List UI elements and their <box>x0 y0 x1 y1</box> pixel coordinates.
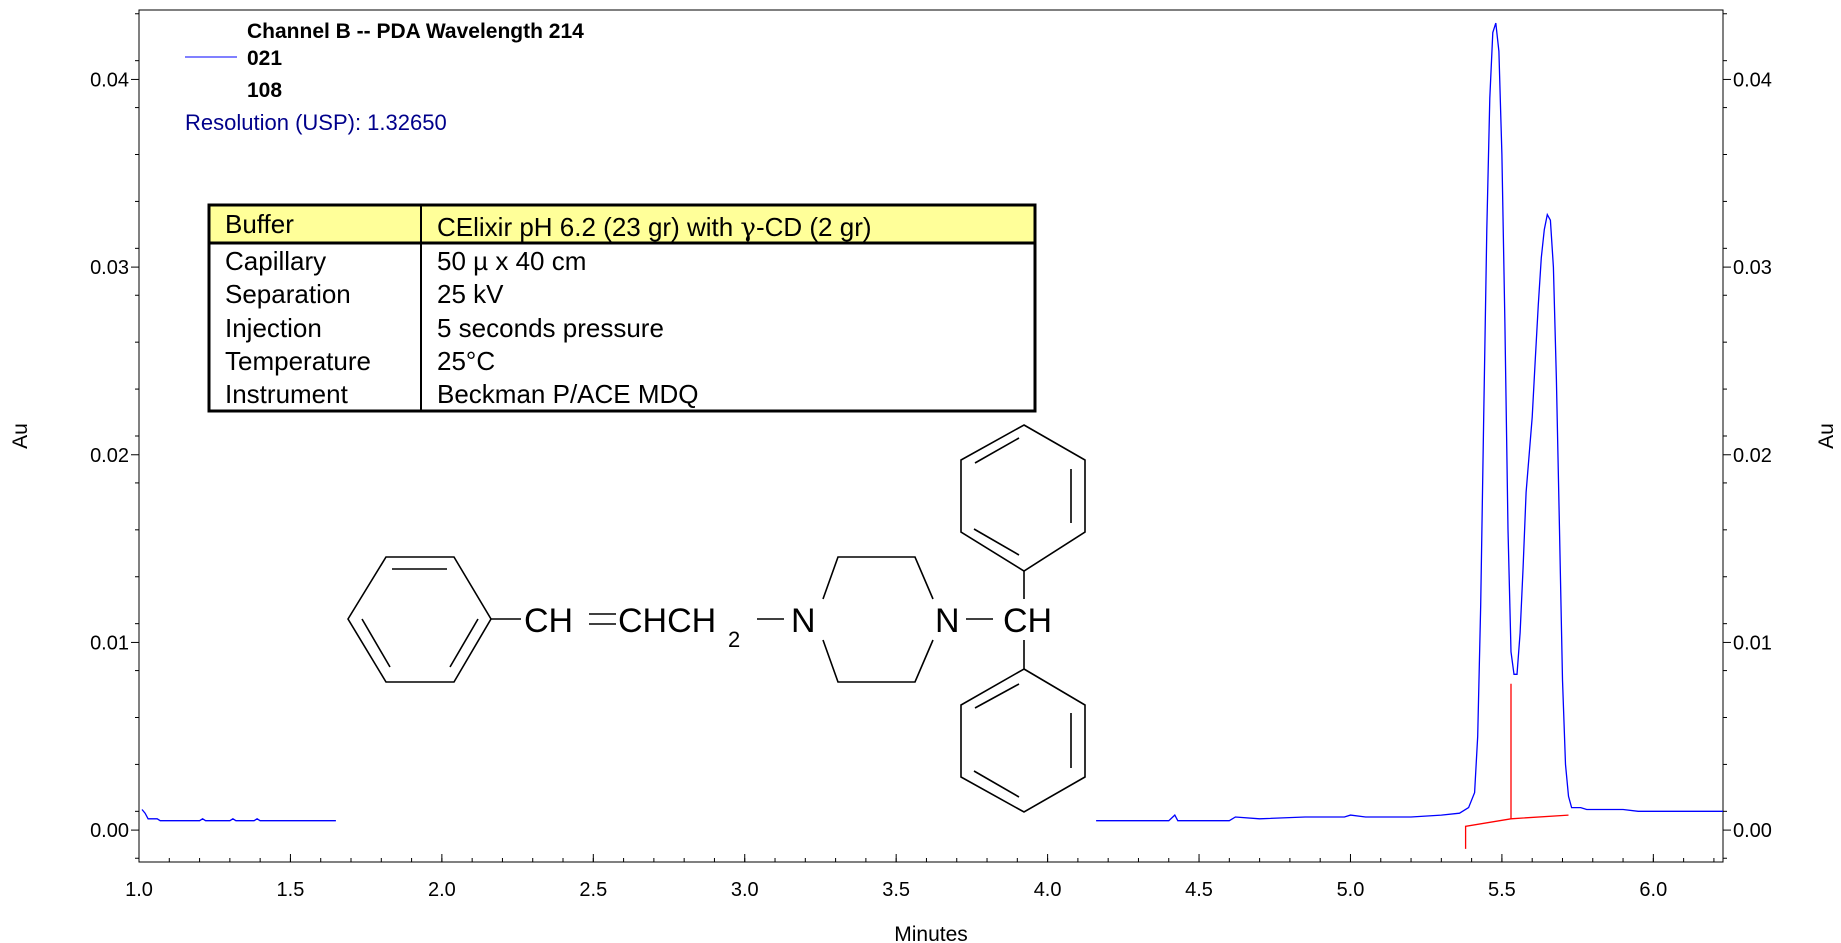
table-border <box>207 203 1037 413</box>
series-108-line <box>1464 814 1569 849</box>
atom-label-ch: CH <box>524 602 573 640</box>
table-row-injection-value: 5 seconds pressure <box>437 313 664 343</box>
y-tick-label-left: 0.00 <box>90 820 129 842</box>
molecule-labels: CH CHCH 2 N N CH <box>524 602 1052 652</box>
x-axis: 1.0 1.5 2.0 2.5 3.0 3.5 4.0 4.5 5.0 5.5 6.0 <box>125 854 1715 901</box>
atom-label-ch-right: CH <box>1003 602 1052 640</box>
table-row-capillary-value: 50 µ x 40 cm <box>437 246 586 276</box>
molecule-structure <box>347 424 1086 813</box>
table-row-instrument-value: Beckman P/ACE MDQ <box>437 379 699 409</box>
x-tick-label: 2.5 <box>579 879 607 901</box>
phenyl-ring-top-inner-bond <box>973 528 1020 556</box>
phenyl-ring-left-inner-bond <box>361 618 391 668</box>
legend-entry-021: 021 <box>247 47 282 70</box>
legend-entry-108: 108 <box>247 79 282 102</box>
atom-label-n-left: N <box>791 602 816 640</box>
x-tick-label: 2.0 <box>428 879 456 901</box>
x-tick-label: 3.0 <box>731 879 759 901</box>
y-axis-title-left: Au <box>9 423 32 449</box>
table-row-separation-value: 25 kV <box>437 279 504 309</box>
x-tick-label: 5.5 <box>1488 879 1516 901</box>
x-tick-label: 4.0 <box>1034 879 1062 901</box>
phenyl-ring-top-inner-bond <box>974 437 1020 464</box>
phenyl-ring-left <box>347 556 492 683</box>
x-tick-label: 5.0 <box>1337 879 1365 901</box>
y-axis-title-right: Au <box>1815 423 1838 449</box>
y-tick-label-right: 0.03 <box>1733 257 1772 279</box>
y-tick-label-right: 0.00 <box>1733 820 1772 842</box>
atom-label-chch2: CHCH <box>618 602 716 640</box>
x-tick-label: 1.0 <box>125 879 153 901</box>
y-axis: 0.00 0.00 0.01 0.01 0.02 0.02 0.03 0.03 0.04 0.04 <box>90 13 1772 859</box>
atom-label-subscript-2: 2 <box>728 627 740 652</box>
x-axis-title: Minutes <box>894 923 968 943</box>
series-layer <box>141 22 1723 849</box>
plot-frame <box>138 9 1724 863</box>
table-row-instrument-label: Instrument <box>225 379 349 409</box>
table-row-temperature-value: 25°C <box>437 346 495 376</box>
y-tick-label-right: 0.01 <box>1733 632 1772 654</box>
phenyl-ring-bottom <box>960 668 1086 813</box>
table-row-injection-label: Injection <box>225 313 322 343</box>
x-tick-label: 6.0 <box>1639 879 1667 901</box>
table-row-separation-label: Separation <box>225 279 351 309</box>
piperazine-ring-bottom <box>822 639 934 683</box>
y-tick-label-left: 0.03 <box>90 257 129 279</box>
phenyl-ring-left-inner-bond <box>449 618 479 668</box>
atom-label-n-right: N <box>935 602 960 640</box>
series-021-line <box>141 809 336 822</box>
piperazine-ring-top <box>822 556 934 600</box>
table-row-capillary-label: Capillary <box>225 246 326 276</box>
series-021-line <box>1096 22 1723 822</box>
table-row-buffer-value: CElixir pH 6.2 (23 gr) with γ-CD (2 gr) <box>437 212 872 243</box>
table-row-buffer-label: Buffer <box>225 209 294 239</box>
phenyl-ring-top <box>960 424 1086 572</box>
resolution-label: Resolution (USP): 1.32650 <box>185 110 447 135</box>
table-row-temperature-label: Temperature <box>225 346 371 376</box>
legend-title: Channel B -- PDA Wavelength 214 <box>247 20 584 43</box>
y-tick-label-left: 0.04 <box>90 69 129 91</box>
legend: Channel B -- PDA Wavelength 214 021 108 … <box>185 20 584 135</box>
y-tick-label-left: 0.02 <box>90 445 129 467</box>
conditions-table: Buffer CElixir pH 6.2 (23 gr) with γ-CD … <box>207 203 1037 413</box>
y-tick-label-right: 0.04 <box>1733 69 1772 91</box>
x-tick-label: 3.5 <box>882 879 910 901</box>
phenyl-ring-bottom-inner-bond <box>973 770 1020 798</box>
x-tick-label: 4.5 <box>1185 879 1213 901</box>
y-tick-label-right: 0.02 <box>1733 445 1772 467</box>
y-tick-label-left: 0.01 <box>90 632 129 654</box>
x-tick-label: 1.5 <box>277 879 305 901</box>
phenyl-ring-bottom-inner-bond <box>974 683 1020 709</box>
table-header-fill <box>209 205 1035 243</box>
